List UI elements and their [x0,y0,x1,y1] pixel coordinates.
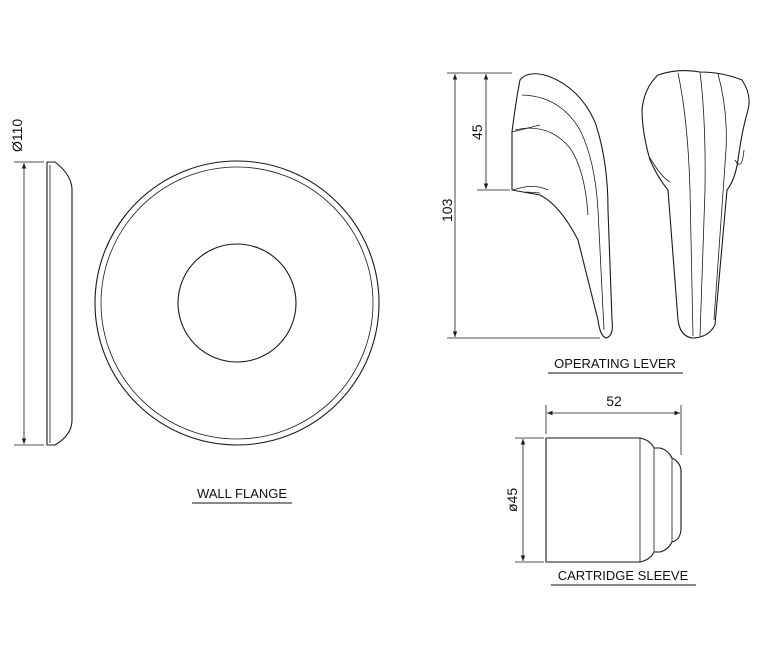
wall-flange-front-view [94,160,380,446]
lever-height-upper-label: 45 [469,124,485,140]
sleeve-length-label: 52 [606,393,622,409]
wall-flange-side-view [46,161,73,446]
cartridge-sleeve-view [545,437,682,563]
lever-height-dimensions: 103 45 [439,72,600,339]
sleeve-diameter-dimension: ø45 [504,437,544,563]
operating-lever-label: OPERATING LEVER [554,356,676,371]
lever-height-total-label: 103 [439,198,455,222]
flange-diameter-label: Ø110 [9,119,25,152]
operating-lever-front-view [641,69,750,339]
flange-diameter-dimension: Ø110 [9,119,44,446]
cartridge-sleeve-label: CARTRIDGE SLEEVE [558,568,689,583]
wall-flange-label: WALL FLANGE [197,486,287,501]
sleeve-length-dimension: 52 [545,393,682,455]
sleeve-diameter-label: ø45 [504,488,520,512]
operating-lever-side-view [511,73,613,339]
